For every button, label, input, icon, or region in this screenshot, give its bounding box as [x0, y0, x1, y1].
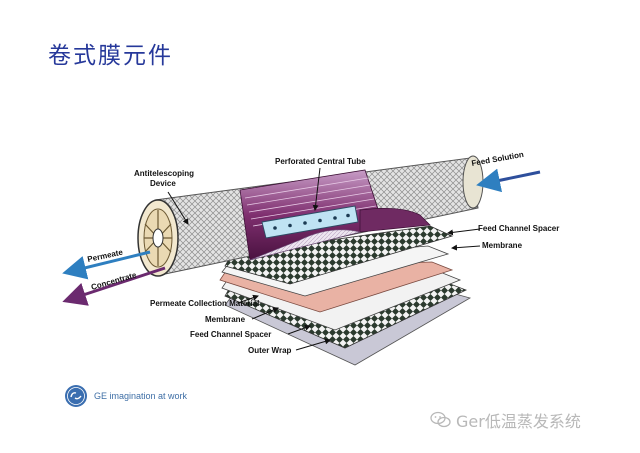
page-title: 卷式膜元件 [48, 43, 173, 69]
ge-branding: GE imagination at work [64, 384, 187, 408]
watermark: Ger低温蒸发系统 [430, 408, 581, 432]
antitelescoping-device [137, 199, 179, 277]
label-device: Device [150, 179, 176, 188]
watermark-text: Ger低温蒸发系统 [456, 412, 581, 431]
feed-solution-arrow [476, 168, 541, 193]
label-membrane-top: Membrane [482, 241, 523, 250]
label-feed-channel-spacer-bottom: Feed Channel Spacer [190, 330, 271, 339]
label-membrane-bottom: Membrane [205, 315, 246, 324]
label-concentrate: Concentrate [90, 270, 138, 292]
ge-logo-icon [65, 385, 87, 407]
label-feed-solution: Feed Solution [471, 150, 525, 168]
label-feed-channel-spacer-top: Feed Channel Spacer [478, 224, 559, 233]
permeate-arrow [62, 250, 151, 280]
wechat-icon [430, 411, 451, 428]
label-permeate-collection: Permeate Collection Material [150, 299, 259, 308]
feed-spacer-top-sheet [224, 225, 454, 285]
label-perforated-tube: Perforated Central Tube [275, 157, 366, 166]
ge-tagline: GE imagination at work [94, 391, 188, 401]
label-outer-wrap: Outer Wrap [248, 346, 292, 355]
concentrate-arrow [62, 266, 166, 306]
perforated-central-tube [261, 205, 359, 239]
leader-lines [167, 167, 481, 351]
label-antitelescoping: Antitelescoping [134, 169, 194, 178]
